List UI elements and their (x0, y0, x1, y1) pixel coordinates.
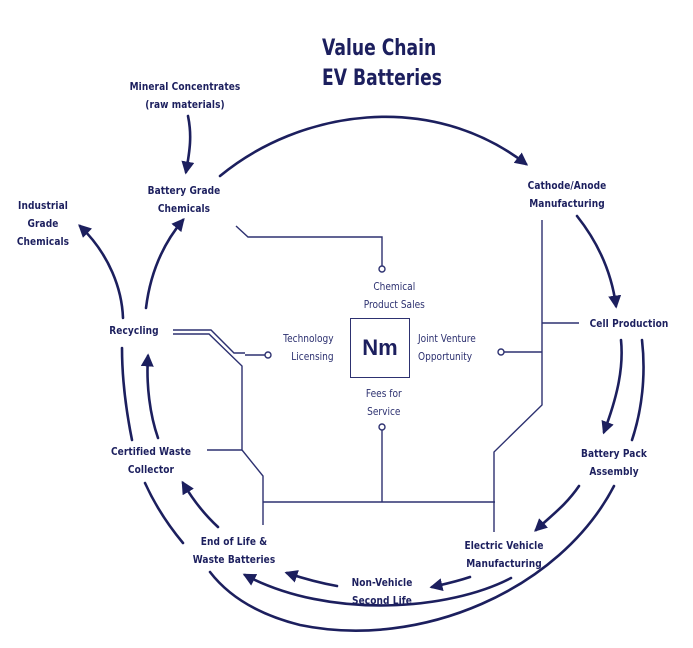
service-label: Fees for (365, 387, 402, 400)
arrow-recycling-to-industrial (78, 224, 125, 320)
connector-node-joint-venture (497, 348, 505, 356)
nm-logo-text: Nm (362, 335, 398, 360)
arc-pack-outer (208, 484, 616, 632)
node-label: Second Life (352, 594, 412, 607)
arc-cell-to-pack-outer (630, 338, 645, 442)
arrow-mineral-to-battery-grade (181, 114, 195, 175)
node-electric-vehicle-manufacturing: Electric Vehicle Manufacturing (464, 537, 543, 573)
node-label: Industrial (18, 199, 68, 212)
title-line-1: Value Chain (322, 36, 437, 61)
arrow-collector-to-recycling (140, 353, 160, 440)
node-cell-production: Cell Production (590, 315, 669, 333)
node-label: Grade (27, 217, 59, 230)
node-label: Non-Vehicle (351, 576, 413, 589)
connector-node-tech-licensing (264, 351, 272, 359)
service-fees-for-service: Fees for Service (366, 385, 402, 421)
service-technology-licensing: Technology Licensing (283, 330, 334, 366)
service-label: Product Sales (363, 298, 425, 311)
arrow-nonvehicle-to-eol (284, 570, 339, 588)
node-label: Waste Batteries (192, 553, 276, 566)
connector-recycling-double-a (173, 329, 245, 354)
service-label: Licensing (291, 350, 334, 363)
node-mineral-concentrates: Mineral Concentrates (raw materials) (130, 78, 241, 114)
node-label: Assembly (589, 465, 639, 478)
arc-recycling-outer (120, 346, 134, 442)
node-label: Chemicals (16, 235, 70, 248)
page-title: Value Chain EV Batteries (322, 34, 442, 94)
connector-chemical-sales (235, 225, 383, 266)
arrow-ev-to-nonvehicle (429, 575, 472, 591)
connector-recycling-double-b (173, 333, 264, 525)
node-label: Certified Waste (110, 445, 192, 458)
node-label: End of Life & (200, 535, 268, 548)
node-non-vehicle-second-life: Non-Vehicle Second Life (352, 574, 413, 610)
service-label: Technology (283, 332, 334, 345)
node-battery-pack-assembly: Battery Pack Assembly (581, 445, 647, 481)
arrow-cell-to-pack (601, 338, 623, 435)
connector-node-chemical-sales (378, 265, 386, 273)
node-cathode-anode-manufacturing: Cathode/Anode Manufacturing (528, 177, 607, 213)
node-battery-grade-chemicals: Battery Grade Chemicals (148, 182, 221, 218)
service-label: Opportunity (418, 350, 473, 363)
arrow-battery-grade-to-cathode (218, 115, 529, 178)
node-label: Electric Vehicle (464, 539, 544, 552)
connector-node-fees (378, 423, 386, 431)
node-label: Recycling (109, 324, 159, 337)
arrow-ev-to-eol-arc (242, 573, 513, 607)
node-label: (raw materials) (145, 98, 225, 111)
title-line-2: EV Batteries (322, 66, 442, 91)
node-label: Chemicals (157, 202, 211, 215)
arrow-eol-to-collector (181, 480, 220, 529)
service-label: Chemical (373, 280, 416, 293)
node-recycling: Recycling (109, 322, 158, 340)
connector-right-trunk (493, 220, 543, 532)
arrow-recycling-to-battery-grade (144, 218, 185, 310)
node-label: Cell Production (589, 317, 669, 330)
arc-collector-outer (143, 481, 185, 545)
service-label: Service (367, 405, 401, 418)
node-end-of-life-waste-batteries: End of Life & Waste Batteries (193, 533, 276, 569)
node-certified-waste-collector: Certified Waste Collector (111, 443, 191, 479)
node-label: Cathode/Anode (527, 179, 607, 192)
node-label: Collector (127, 463, 175, 476)
arrow-pack-to-ev (534, 484, 581, 532)
node-industrial-grade-chemicals: Industrial Grade Chemicals (17, 197, 69, 251)
node-label: Manufacturing (466, 557, 542, 570)
service-chemical-product-sales: Chemical Product Sales (364, 278, 425, 314)
service-label: Joint Venture (418, 332, 476, 345)
node-label: Battery Pack (581, 447, 647, 460)
node-label: Manufacturing (529, 197, 605, 210)
node-label: Mineral Concentrates (129, 80, 241, 93)
arrow-cathode-to-cell (575, 214, 622, 309)
node-label: Battery Grade (147, 184, 221, 197)
nm-logo: Nm (350, 318, 410, 378)
service-joint-venture-opportunity: Joint Venture Opportunity (418, 330, 476, 366)
